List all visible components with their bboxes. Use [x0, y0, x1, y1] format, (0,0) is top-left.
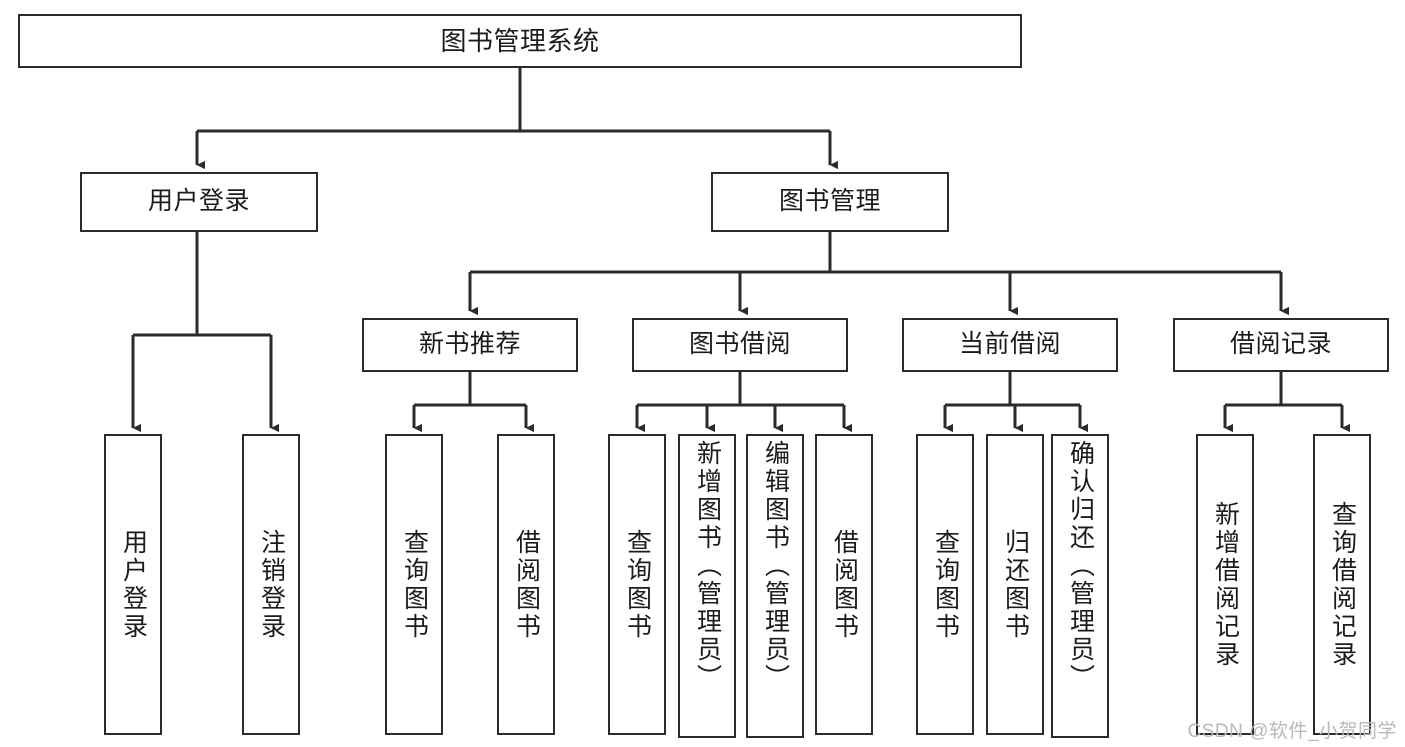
node-label: 当前借阅: [958, 330, 1061, 359]
node-current-borrow[interactable]: 当前借阅: [902, 318, 1118, 372]
node-label: 新增借阅记录: [1211, 500, 1240, 669]
node-label: 查询图书: [623, 528, 652, 641]
node-book-management[interactable]: 图书管理: [711, 172, 949, 232]
node-label: 用户登录: [147, 187, 250, 216]
leaf-borrow-record-add-record[interactable]: 新增借阅记录: [1196, 434, 1254, 735]
leaf-user-login-login[interactable]: 用户登录: [104, 434, 162, 735]
node-label: 归还图书: [1001, 528, 1030, 641]
leaf-current-borrow-return-book[interactable]: 归还图书: [986, 434, 1044, 735]
leaf-book-borrow-query-book[interactable]: 查询图书: [608, 434, 666, 735]
leaf-new-book-borrow-book[interactable]: 借阅图书: [497, 434, 555, 735]
node-borrow-record[interactable]: 借阅记录: [1173, 318, 1389, 372]
leaf-book-borrow-add-book-admin[interactable]: 新增图书（管理员）: [678, 434, 736, 738]
node-label: 借阅图书: [830, 528, 859, 641]
node-label: 借阅记录: [1229, 330, 1332, 359]
node-label: 新增图书（管理员）: [693, 440, 722, 692]
leaf-book-borrow-borrow-book[interactable]: 借阅图书: [815, 434, 873, 735]
leaf-book-borrow-edit-book-admin[interactable]: 编辑图书（管理员）: [746, 434, 804, 738]
node-label: 查询图书: [931, 528, 960, 641]
node-label: 编辑图书（管理员）: [761, 440, 790, 692]
node-label: 图书借阅: [688, 330, 791, 359]
node-user-login[interactable]: 用户登录: [80, 172, 318, 232]
node-label: 查询图书: [400, 528, 429, 641]
node-label: 查询借阅记录: [1328, 500, 1357, 669]
node-label: 图书管理系统: [440, 25, 600, 56]
leaf-new-book-query-book[interactable]: 查询图书: [385, 434, 443, 735]
node-book-borrow[interactable]: 图书借阅: [632, 318, 848, 372]
node-new-book-recommend[interactable]: 新书推荐: [362, 318, 578, 372]
node-label: 用户登录: [119, 528, 148, 641]
node-label: 确认归还（管理员）: [1066, 440, 1095, 692]
csdn-watermark: CSDN @软件_小贺同学: [1187, 721, 1397, 742]
leaf-borrow-record-query-record[interactable]: 查询借阅记录: [1313, 434, 1371, 735]
node-label: 图书管理: [778, 187, 881, 216]
node-label: 注销登录: [257, 528, 286, 641]
leaf-current-borrow-query-book[interactable]: 查询图书: [916, 434, 974, 735]
node-label: 借阅图书: [512, 528, 541, 641]
node-root-book-management-system[interactable]: 图书管理系统: [18, 14, 1022, 68]
node-label: 新书推荐: [418, 330, 521, 359]
leaf-current-borrow-confirm-return-admin[interactable]: 确认归还（管理员）: [1051, 434, 1109, 738]
leaf-user-login-logout[interactable]: 注销登录: [242, 434, 300, 735]
